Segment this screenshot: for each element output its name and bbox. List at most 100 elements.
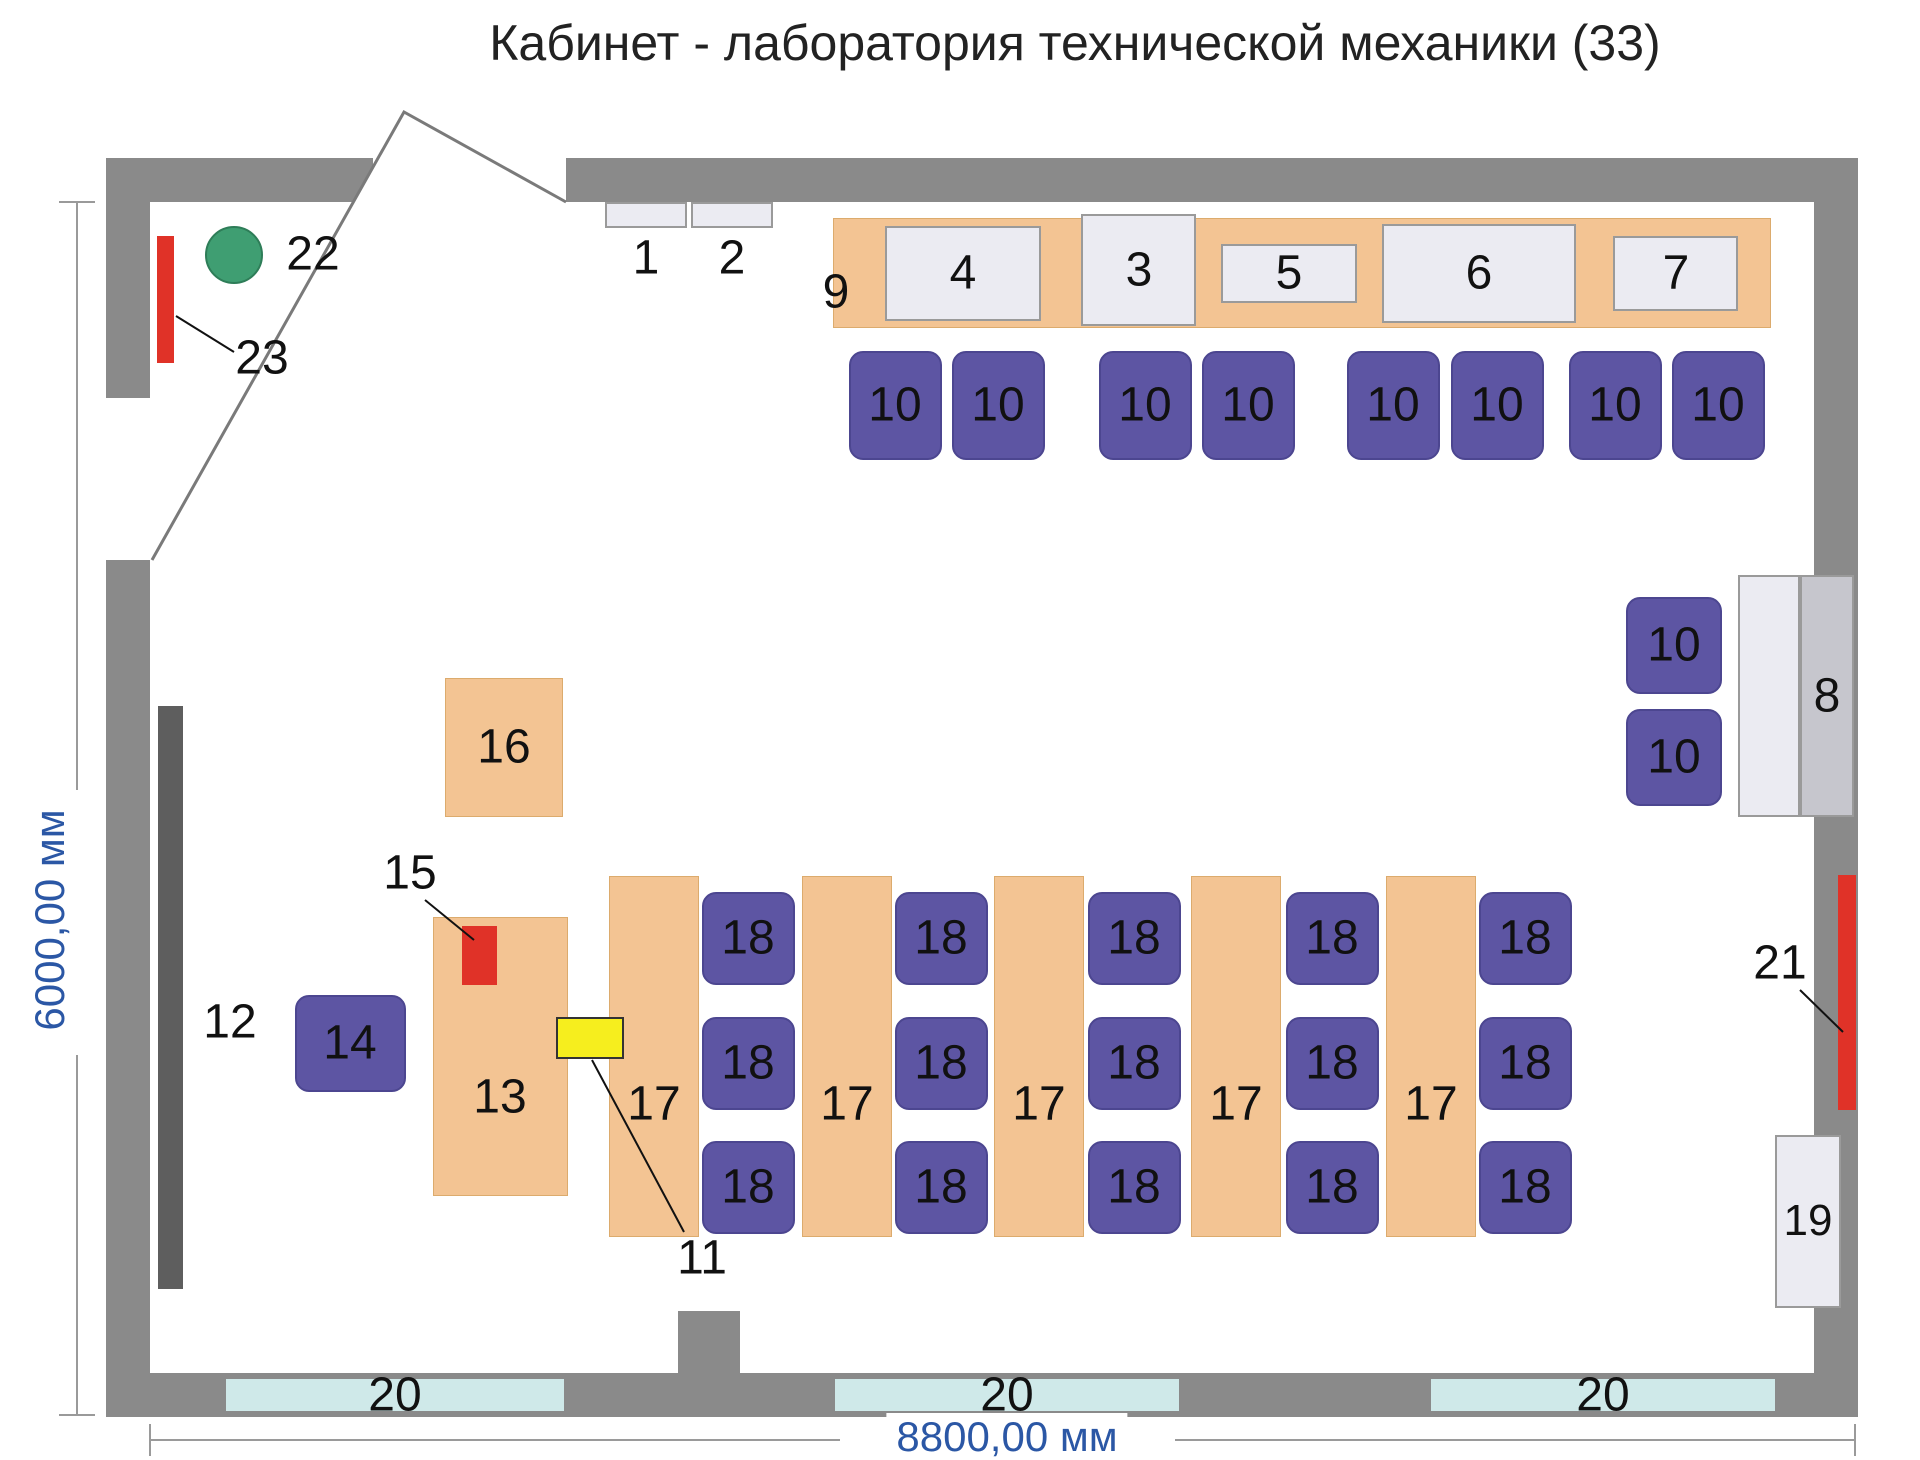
window-1	[224, 1377, 566, 1413]
label-window: 20	[980, 1368, 1034, 1422]
label-5: 5	[1275, 246, 1303, 300]
label-18: 18	[914, 1160, 968, 1214]
chair-18	[1088, 1017, 1181, 1110]
label-1: 1	[632, 231, 660, 285]
item-22	[205, 226, 263, 284]
label-16: 16	[477, 720, 531, 774]
chair-18	[895, 1141, 988, 1234]
wall-pillar	[678, 1311, 740, 1373]
label-10: 10	[1691, 378, 1745, 432]
stool-10	[1569, 351, 1662, 460]
window-2	[833, 1377, 1181, 1413]
desk-17	[1386, 876, 1476, 1237]
desk-17	[802, 876, 892, 1237]
stool-10	[1672, 351, 1765, 460]
stool-10	[849, 351, 942, 460]
wall-unit-2	[691, 202, 773, 228]
chair-18	[702, 892, 795, 985]
chair-18	[1286, 1141, 1379, 1234]
label-6: 6	[1465, 246, 1493, 300]
chair-18	[702, 1017, 795, 1110]
label-18: 18	[914, 911, 968, 965]
leader-23	[175, 315, 235, 353]
label-18: 18	[1498, 1036, 1552, 1090]
item-15	[462, 926, 497, 985]
label-18: 18	[1305, 1036, 1359, 1090]
equipment-7	[1613, 236, 1738, 311]
chair-14	[295, 995, 406, 1092]
label-17: 17	[1404, 1077, 1458, 1131]
equipment-3	[1081, 214, 1196, 326]
label-18: 18	[1107, 911, 1161, 965]
label-18: 18	[721, 1036, 775, 1090]
label-10: 10	[1118, 378, 1172, 432]
label-15: 15	[383, 846, 437, 900]
wall-left-upper	[106, 158, 150, 398]
label-4: 4	[949, 246, 977, 300]
desk-17	[1191, 876, 1281, 1237]
chair-18	[1479, 1017, 1572, 1110]
label-17: 17	[627, 1077, 681, 1131]
label-10: 10	[1366, 378, 1420, 432]
board-12	[158, 706, 183, 1289]
desk-17	[994, 876, 1084, 1237]
label-9: 9	[822, 265, 850, 319]
table-16	[445, 678, 563, 817]
label-18: 18	[1107, 1160, 1161, 1214]
stool-10	[952, 351, 1045, 460]
label-14: 14	[323, 1016, 377, 1070]
label-window: 20	[1576, 1368, 1630, 1422]
stool-10	[1202, 351, 1295, 460]
label-18: 18	[1498, 911, 1552, 965]
label-10: 10	[1470, 378, 1524, 432]
label-13: 13	[473, 1070, 527, 1124]
cabinet-19	[1775, 1135, 1841, 1308]
label-18: 18	[721, 1160, 775, 1214]
stool-10	[1451, 351, 1544, 460]
equipment-6	[1382, 224, 1576, 323]
label-10: 10	[971, 378, 1025, 432]
label-18: 18	[1305, 1160, 1359, 1214]
label-10: 10	[1588, 378, 1642, 432]
label-10: 10	[868, 378, 922, 432]
label-22: 22	[286, 227, 340, 281]
stool-10	[1626, 709, 1722, 806]
chair-18	[1088, 1141, 1181, 1234]
item-23	[157, 236, 174, 363]
label-3: 3	[1125, 243, 1153, 297]
wall-left-lower	[106, 560, 150, 1417]
label-10: 10	[1221, 378, 1275, 432]
label-19: 19	[1783, 1196, 1833, 1245]
stool-10	[1626, 597, 1722, 694]
dimension-height-label: 6000,00 мм	[26, 799, 74, 1041]
label-17: 17	[820, 1077, 874, 1131]
chair-18	[1479, 1141, 1572, 1234]
label-7: 7	[1662, 246, 1690, 300]
chair-18	[1088, 892, 1181, 985]
chair-18	[1286, 1017, 1379, 1110]
label-10: 10	[1647, 618, 1701, 672]
teacher-desk-13	[433, 917, 568, 1196]
item-21	[1838, 875, 1856, 1110]
chair-18	[895, 1017, 988, 1110]
label-window: 20	[368, 1368, 422, 1422]
label-18: 18	[1498, 1160, 1552, 1214]
cabinet-8-front	[1738, 575, 1800, 817]
label-21: 21	[1753, 936, 1807, 990]
label-2: 2	[718, 231, 746, 285]
label-8: 8	[1813, 669, 1841, 723]
label-18: 18	[1107, 1036, 1161, 1090]
dimension-width-label: 8800,00 мм	[886, 1413, 1128, 1460]
page-title: Кабинет - лаборатория технической механи…	[489, 15, 1661, 71]
chair-18	[702, 1141, 795, 1234]
wall-unit-1	[605, 202, 687, 228]
label-17: 17	[1209, 1077, 1263, 1131]
cabinet-8-body	[1800, 575, 1854, 817]
wall-top-right	[566, 158, 1858, 202]
label-18: 18	[1305, 911, 1359, 965]
equipment-5	[1221, 244, 1357, 303]
label-10: 10	[1647, 730, 1701, 784]
chair-18	[1479, 892, 1572, 985]
stool-10	[1099, 351, 1192, 460]
